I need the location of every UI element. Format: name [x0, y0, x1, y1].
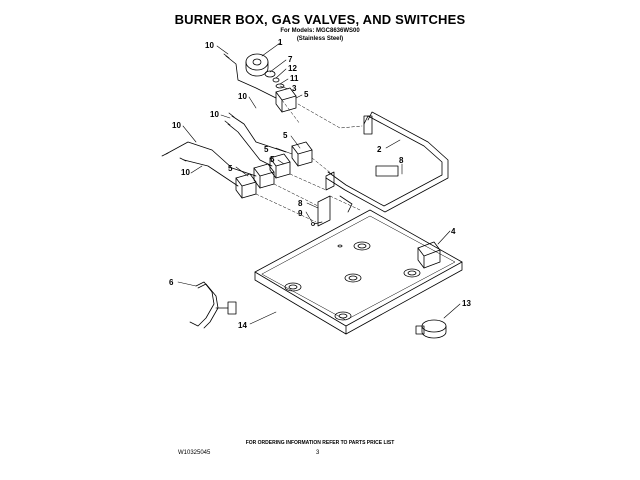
callout-10: 10: [205, 41, 214, 50]
gas-valve: [291, 141, 313, 167]
igniter-wire: [179, 157, 239, 187]
igniter-wire: [161, 141, 257, 177]
callout-10: 10: [238, 92, 247, 101]
page-title: BURNER BOX, GAS VALVES, AND SWITCHES: [174, 12, 466, 27]
gas-valve: [235, 173, 257, 199]
callout-7: 7: [288, 55, 293, 64]
callout-14: 14: [238, 321, 247, 330]
wire-harness: [189, 281, 237, 329]
mounting-bracket: [317, 171, 335, 227]
callout-5: 5: [264, 145, 269, 154]
igniter-wire: [224, 120, 273, 167]
igniter-wire: [228, 112, 287, 153]
finish-line: (Stainless Steel): [296, 36, 344, 42]
burner-port: [353, 241, 371, 251]
page-number: 3: [316, 450, 320, 456]
callout-leaders: [177, 42, 461, 325]
burner-port: [284, 282, 302, 292]
document-id: W10325045: [178, 450, 211, 456]
reference-lines: [255, 99, 363, 223]
pressure-regulator: [415, 319, 447, 339]
callout-5: 5: [304, 90, 309, 99]
gas-valve: [253, 163, 275, 189]
spark-module: [417, 241, 441, 269]
callout-9: 9: [298, 209, 303, 218]
burner-port: [344, 273, 362, 283]
callout-5: 5: [228, 164, 233, 173]
callout-8: 8: [399, 156, 404, 165]
callout-1: 1: [278, 38, 283, 47]
callout-12: 12: [288, 64, 297, 73]
igniter-wire: [223, 53, 277, 99]
callout-10: 10: [181, 168, 190, 177]
igniter-switch-stack: [245, 53, 285, 89]
callout-10: 10: [172, 121, 181, 130]
ordering-note: FOR ORDERING INFORMATION REFER TO PARTS …: [245, 440, 395, 446]
burner-port: [334, 311, 352, 321]
callout-8: 8: [298, 199, 303, 208]
callout-3: 3: [292, 84, 297, 93]
callout-4: 4: [451, 227, 456, 236]
callout-6: 6: [169, 278, 174, 287]
manifold-pipe: [325, 111, 449, 213]
callout-5: 5: [283, 131, 288, 140]
callout-5: 5: [270, 155, 275, 164]
callout-11: 11: [290, 74, 299, 83]
callout-10: 10: [210, 110, 219, 119]
callout-2: 2: [377, 145, 382, 154]
screw: [311, 221, 323, 226]
burner-box: [254, 209, 463, 335]
models-line: For Models: MGC8636WS00: [280, 28, 360, 34]
callout-13: 13: [462, 299, 471, 308]
burner-port: [403, 268, 421, 278]
